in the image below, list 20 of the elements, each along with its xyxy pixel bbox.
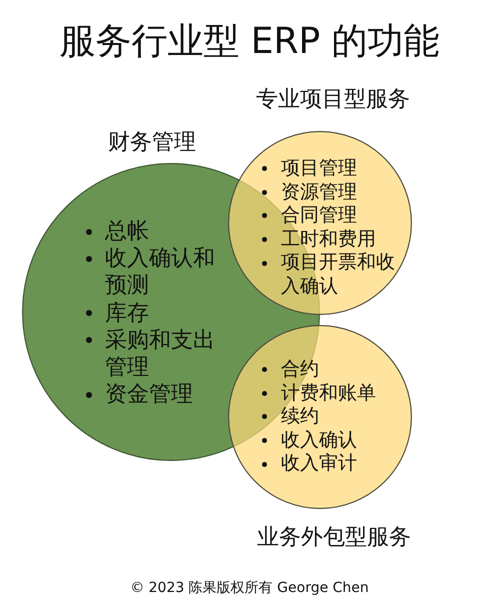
list-item: 采购和支出管理	[105, 326, 216, 382]
list-item: 计费和账单	[281, 382, 377, 406]
list-item: 项目开票和收入确认	[281, 251, 396, 299]
list-item: 资金管理	[105, 381, 194, 408]
title: 服务行业型 ERP 的功能	[59, 20, 440, 64]
circle-heading: 专业项目型服务	[256, 87, 410, 113]
circle-heading: 业务外包型服务	[257, 525, 411, 551]
circle-heading: 财务管理	[108, 130, 196, 156]
list-item: 资源管理	[281, 180, 358, 204]
list-item: 收入审计	[281, 452, 358, 476]
list-item: 收入确认和预测	[105, 245, 216, 300]
list-item: 项目管理	[281, 157, 358, 181]
list-item: 续约	[281, 405, 320, 429]
list-item: 合约	[281, 358, 320, 382]
list-item: 总帐	[105, 218, 150, 246]
copyright-note: © 2023 陈果版权所有 George Chen	[130, 579, 369, 597]
list-item: 合同管理	[281, 204, 358, 228]
list-item: 工时和费用	[281, 228, 377, 252]
list-item: 库存	[105, 300, 150, 327]
list-item: 收入确认	[281, 428, 358, 452]
